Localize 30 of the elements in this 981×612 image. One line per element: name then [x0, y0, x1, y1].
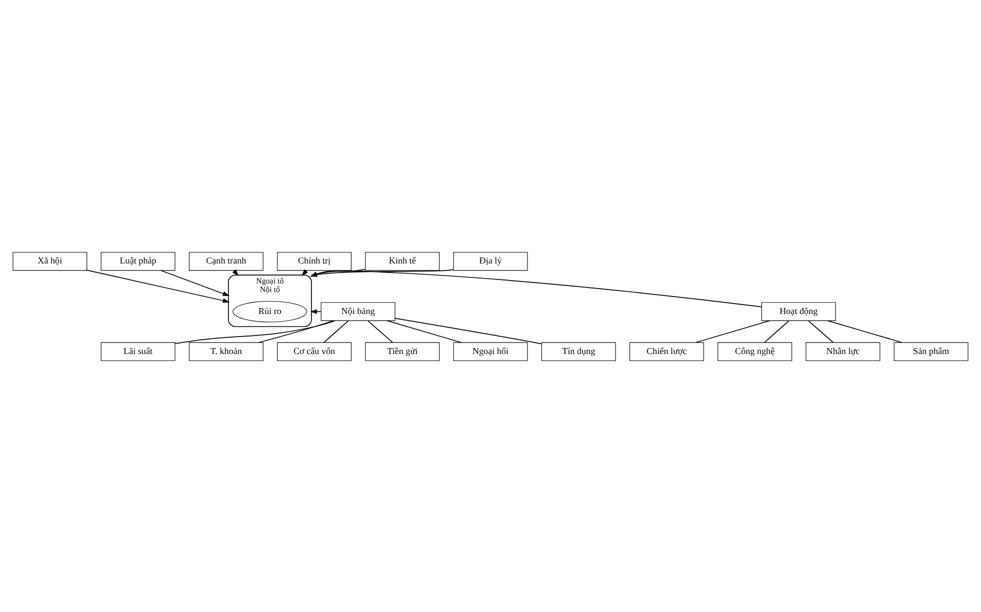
arrow — [302, 268, 308, 276]
arrow — [86, 269, 230, 302]
node-box: Luật pháp — [100, 252, 176, 270]
node-box: Sản phẩm — [894, 342, 968, 361]
node-box: Tiền gửi — [365, 342, 440, 361]
node-box: Nội bảng — [320, 302, 396, 320]
connector — [695, 320, 770, 342]
connector — [174, 320, 336, 344]
arrow — [160, 270, 230, 296]
node-box: T. khoản — [188, 342, 264, 361]
node-box: Hoạt động — [761, 302, 836, 320]
node-box: Công nghệ — [718, 342, 792, 361]
node-box: Chiến lược — [630, 342, 704, 361]
node-box: Nhân lực — [806, 342, 880, 361]
node-box: Cơ cấu vốn — [277, 342, 352, 361]
connector — [394, 317, 542, 344]
connector — [808, 320, 834, 342]
node-box: Xã hội — [12, 252, 88, 270]
connector — [258, 320, 334, 342]
connector — [764, 320, 790, 342]
node-box: Lãi suất — [100, 342, 176, 361]
connector — [386, 320, 462, 342]
node-box: Ngoại hối — [453, 342, 528, 361]
connector — [367, 320, 393, 342]
connector — [827, 320, 902, 342]
node-box: Kinh tế — [365, 252, 440, 270]
node-box: Tín dụng — [541, 342, 616, 361]
node-ellipse: Rủi ro — [232, 300, 308, 322]
node-box: Địa lý — [453, 252, 528, 270]
connector — [324, 320, 349, 342]
